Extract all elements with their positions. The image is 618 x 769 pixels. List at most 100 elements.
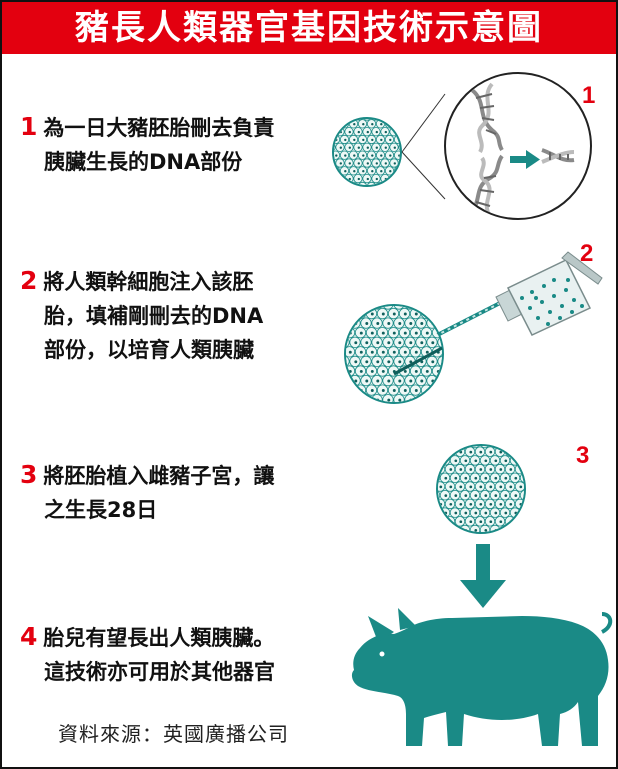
cell-nucleus [409,360,413,364]
syringe-cell-dot [520,296,524,300]
cell [519,524,524,532]
cell-nucleus [484,459,488,463]
cell [393,181,400,185]
cell-nucleus [339,177,342,181]
cell-nucleus [381,350,385,354]
step-2-line-2: 胎，填補剛刪去的DNA [44,304,264,328]
cell-nucleus [357,162,360,165]
cell-nucleus [376,322,380,325]
cell-nucleus [339,146,342,149]
step-2-line-3: 部份，以培育人類胰臟 [44,338,254,362]
cell-nucleus [380,186,382,188]
cell [382,306,394,310]
cell-nucleus [504,529,508,532]
syringe-cell-dot [540,300,544,304]
syringe-cell-dot [542,284,546,288]
source-credit: 資料來源：英國廣播公司 [58,722,289,746]
cell-nucleus [431,360,435,364]
cell [398,142,400,152]
cell-nucleus [504,459,508,463]
cell-nucleus [403,312,407,316]
cell-nucleus [370,389,374,392]
cell-nucleus [393,146,396,149]
cell-nucleus [340,115,342,117]
cell-nucleus [389,154,392,157]
cell-nucleus [392,331,396,335]
cell-nucleus [344,170,347,173]
cell-nucleus [434,512,437,515]
cell-nucleus [414,389,418,392]
cell [437,374,442,387]
cell [334,119,341,129]
cell-nucleus [414,350,418,354]
cell-nucleus [335,186,337,188]
embryo-icon-step-2 [344,303,445,404]
cell-nucleus [381,389,385,392]
cell-nucleus [398,186,400,188]
cell [438,516,446,527]
cell-nucleus [459,520,463,524]
cell-nucleus [409,379,413,383]
cell-nucleus [365,341,369,345]
cell-nucleus [436,389,440,392]
cell [398,119,400,121]
syringe-cell-dot [558,316,562,320]
cell-nucleus [331,115,333,117]
cell-nucleus [489,520,493,524]
cell-nucleus [509,485,513,489]
cell-nucleus [439,520,443,524]
cell-nucleus [362,170,365,173]
cell-nucleus [519,485,523,489]
cell-nucleus [384,162,387,165]
cell [346,307,356,320]
cell [519,490,524,501]
cell [349,306,361,310]
arrow-right-icon [510,150,540,169]
cell-nucleus [442,303,445,306]
cell-nucleus [431,398,435,402]
cell-nucleus [409,303,412,306]
syringe-cell-dot [530,290,534,294]
cell-nucleus [375,130,378,134]
step-1-number: 1 [20,112,38,141]
cell-nucleus [484,529,488,532]
cell-nucleus [420,360,424,364]
cell-nucleus [524,442,527,445]
cell-nucleus [454,494,458,497]
cell-nucleus [474,459,478,463]
cell [437,355,442,367]
cell [519,455,524,466]
cell-nucleus [524,529,527,532]
cell-nucleus [434,529,437,532]
cell-nucleus [354,398,358,402]
cell-nucleus [459,485,463,489]
cell-nucleus [439,450,443,454]
dna-helix-lower-icon [470,154,504,218]
cell-nucleus [376,341,380,345]
step-1-line-2: 胰臟生長的DNA部份 [44,150,243,174]
cell-nucleus [504,476,508,480]
cell-nucleus [403,115,405,117]
cell-nucleus [398,360,402,364]
cell-nucleus [449,485,453,489]
cell-nucleus [469,450,473,454]
syringe-cell-dot [548,310,552,314]
cell-nucleus [431,303,434,306]
cell [334,174,336,184]
cell-nucleus [484,511,488,515]
cell [362,119,372,121]
cell [519,507,524,518]
cell-nucleus [354,341,358,345]
dna-zoom-icon [401,72,592,220]
cell-nucleus [387,322,391,325]
cell [346,384,356,396]
cell-nucleus [353,154,356,157]
cell-nucleus [499,485,503,489]
cell-nucleus [365,360,369,364]
cell-nucleus [393,162,396,165]
syringe-cell-dot [580,304,584,308]
cell-nucleus [519,450,523,454]
cell-nucleus [519,520,523,524]
